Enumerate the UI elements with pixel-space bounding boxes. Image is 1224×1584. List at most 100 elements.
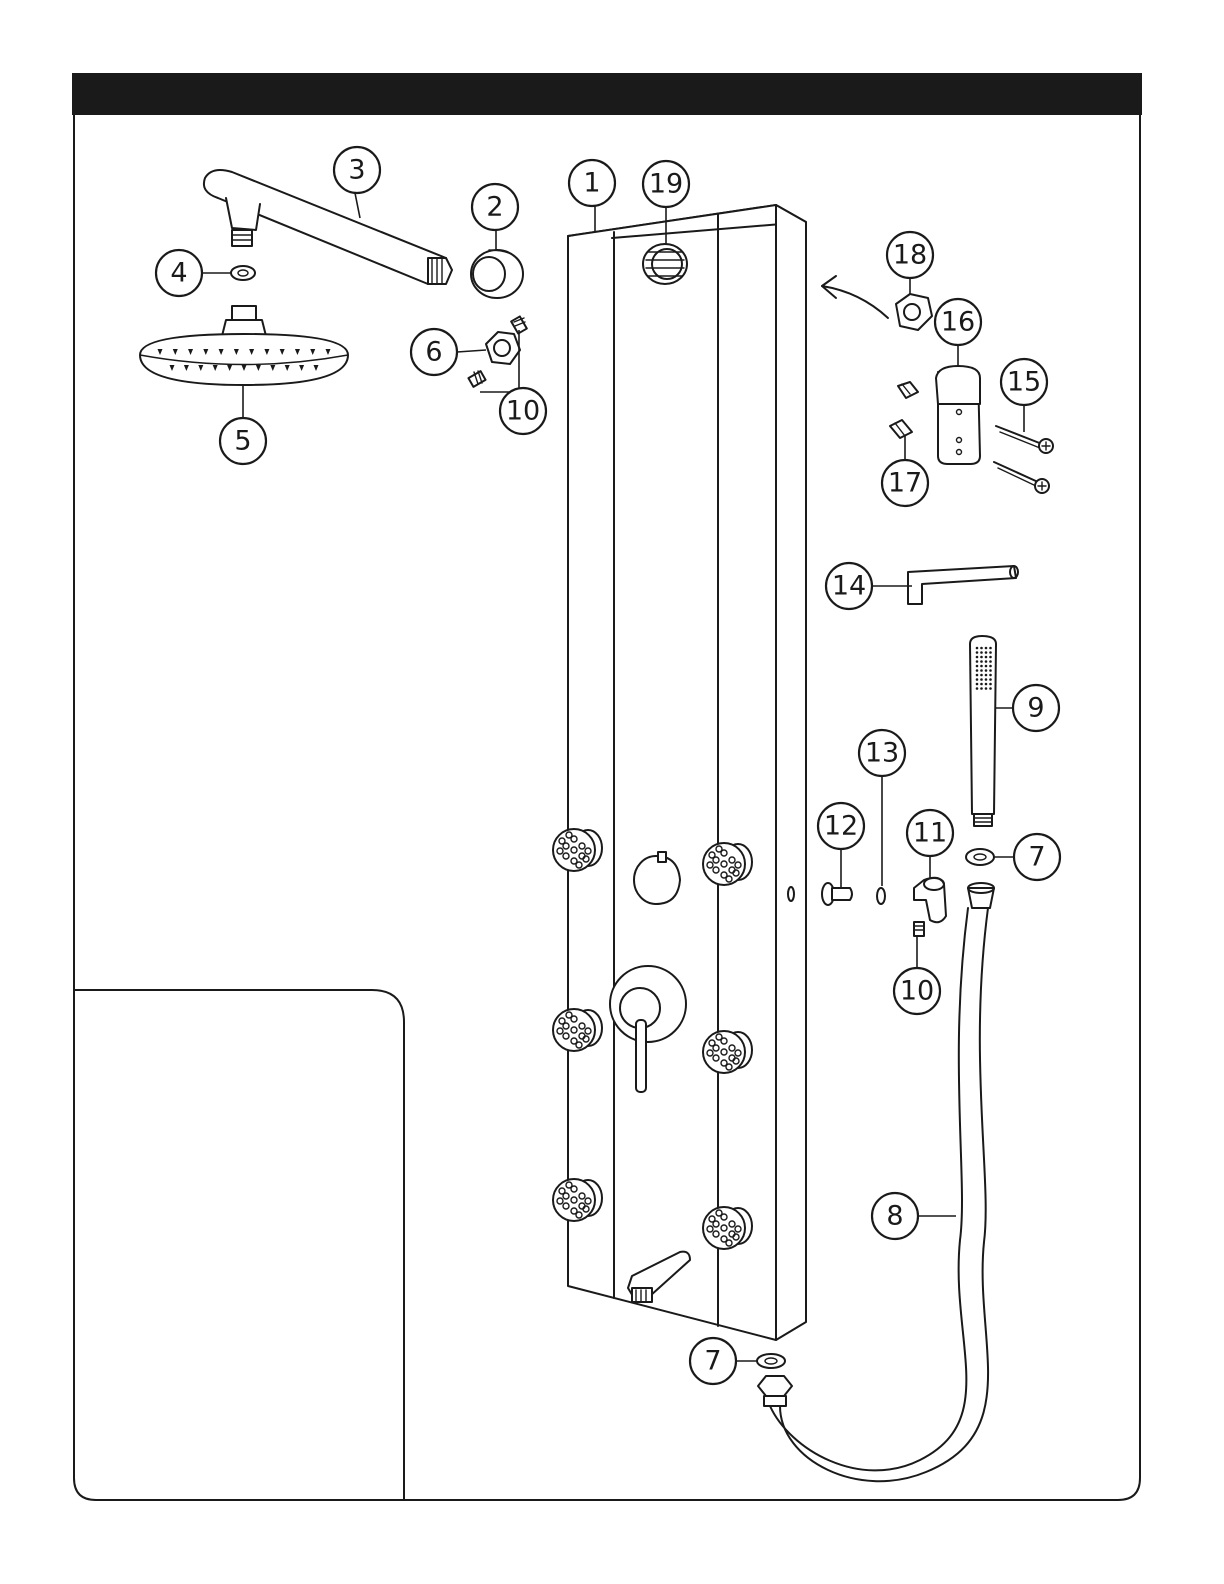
spray-dot [976,678,979,681]
spray-dot [989,687,992,690]
svg-text:10: 10 [506,396,540,427]
callout-19: 19 [643,161,689,207]
spray-dot [985,647,988,650]
anchor-lower-drawing [890,420,912,438]
svg-text:5: 5 [234,426,251,457]
spray-dot [989,683,992,686]
callout-8: 8 [872,1193,918,1239]
spray-dot [976,656,979,659]
o-ring-drawing [877,888,885,904]
spray-dot [989,665,992,668]
body-jet [553,829,602,871]
body-jet [553,1179,602,1221]
svg-text:3: 3 [348,155,365,186]
callout-4: 4 [156,250,202,296]
shower-panel-drawing [568,205,806,1340]
svg-text:6: 6 [425,337,442,368]
callout-16: 16 [935,299,981,345]
holder-drawing [914,878,946,923]
spray-dot [980,669,983,672]
washer-7b-drawing [757,1354,785,1368]
spray-dot [976,674,979,677]
svg-text:4: 4 [170,258,187,289]
callout-2: 2 [472,184,518,230]
hex-nut-drawing [486,332,520,364]
spray-dot [976,669,979,672]
spray-dot [989,660,992,663]
svg-text:11: 11 [913,818,947,849]
spray-dot [989,678,992,681]
spray-dot [989,656,992,659]
washer-4-drawing [231,266,255,280]
callout-12: 12 [818,803,864,849]
svg-text:8: 8 [886,1201,903,1232]
spray-dot [976,647,979,650]
bracket-drawing [936,366,980,464]
spray-dot [980,665,983,668]
spray-dot [980,656,983,659]
svg-text:17: 17 [888,468,922,499]
svg-text:19: 19 [649,169,683,200]
body-jet [703,843,752,885]
anchor-upper-drawing [898,382,918,398]
spray-dot [985,660,988,663]
body-jet [553,1009,602,1051]
svg-text:7: 7 [704,1346,721,1377]
callout-7-bottom: 7 [690,1338,736,1384]
svg-text:14: 14 [832,571,866,602]
set-screw-low-drawing [468,371,485,387]
spray-dot [976,683,979,686]
spray-dot [980,678,983,681]
svg-text:13: 13 [865,738,899,769]
callout-7-right: 7 [1014,834,1060,880]
callout-18: 18 [887,232,933,278]
spray-dot [985,683,988,686]
spray-dot [989,651,992,654]
inset-box [74,990,404,1500]
spray-dot [985,651,988,654]
spray-dot [985,669,988,672]
callout-3: 3 [334,147,380,193]
body-jet [703,1207,752,1249]
spray-dot [976,665,979,668]
hand-shower-drawing [970,636,996,826]
spray-dot [985,656,988,659]
svg-text:2: 2 [486,192,503,223]
svg-text:9: 9 [1027,693,1044,724]
callout-10-lower: 10 [894,968,940,1014]
spray-dot [976,687,979,690]
svg-text:18: 18 [893,240,927,271]
hook-pin-drawing [822,883,852,905]
spray-dot [985,678,988,681]
callout-15: 15 [1001,359,1047,405]
spray-dot [985,665,988,668]
spray-dot [976,660,979,663]
spray-dot [989,647,992,650]
wood-screw-lower-drawing [994,462,1049,493]
body-jet [703,1031,752,1073]
callout-6: 6 [411,329,457,375]
spray-dot [989,669,992,672]
nut-18-drawing [896,294,932,330]
spray-dot [980,674,983,677]
shower-head-drawing [140,306,348,385]
spray-dot [980,647,983,650]
spray-dot [976,651,979,654]
callout-14: 14 [826,563,872,609]
header-bar [72,73,1142,115]
callout-10-upper: 10 [500,388,546,434]
flange-drawing [471,250,523,298]
spray-dot [980,660,983,663]
spray-dot [980,687,983,690]
svg-text:16: 16 [941,307,975,338]
spray-dot [980,683,983,686]
svg-text:1: 1 [583,168,600,199]
spray-dot [989,674,992,677]
washer-7a-drawing [966,849,994,865]
svg-text:10: 10 [900,976,934,1007]
callout-11: 11 [907,810,953,856]
callout-5: 5 [220,418,266,464]
allen-key-drawing [908,566,1018,604]
callout-13: 13 [859,730,905,776]
